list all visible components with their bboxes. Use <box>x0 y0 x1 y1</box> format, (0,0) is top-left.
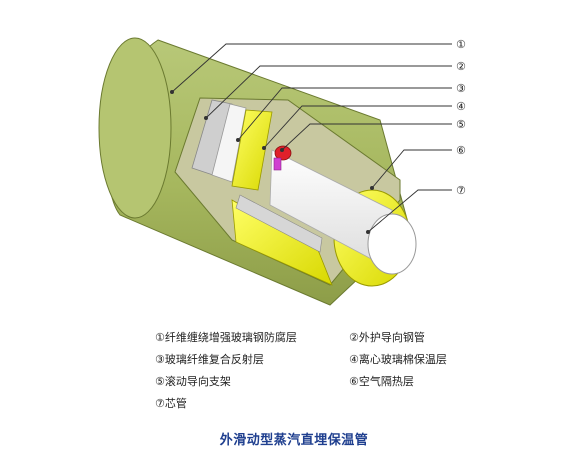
leader-dot-3 <box>236 138 240 142</box>
figure-caption: 外滑动型蒸汽直埋保温管 <box>219 433 369 448</box>
core-pipe-end <box>367 213 417 275</box>
leader-line-7 <box>367 189 452 233</box>
reflective-layer <box>211 103 247 183</box>
legend-item-air-gap: ⑥空气隔热层 <box>349 375 414 388</box>
legend-item-frp-layer: ①纤维缠绕增强玻璃钢防腐层 <box>155 331 297 344</box>
legend-row: ①纤维缠绕增强玻璃钢防腐层 ②外护导向钢管 <box>155 326 495 348</box>
leader-dot-4 <box>262 146 266 150</box>
legend-item-outer-steel-pipe: ②外护导向钢管 <box>349 331 425 344</box>
leader-line-4 <box>263 105 452 149</box>
support-bracket <box>273 157 282 171</box>
leader-dot-5 <box>280 148 284 152</box>
callout-7: ⑦ <box>456 184 466 197</box>
legend-item-core-pipe: ⑦芯管 <box>155 397 187 410</box>
leader-dot-1 <box>170 90 174 94</box>
callout-3: ③ <box>456 82 466 95</box>
callout-1: ① <box>456 38 466 51</box>
leader-dot-2 <box>204 116 208 120</box>
callout-4: ④ <box>456 100 466 113</box>
steel-casing-layer <box>191 99 233 177</box>
leader-line-3 <box>237 87 452 141</box>
legend: ①纤维缠绕增强玻璃钢防腐层 ②外护导向钢管 ③玻璃纤维复合反射层 ④离心玻璃棉保… <box>155 326 495 414</box>
callout-5: ⑤ <box>456 118 466 131</box>
legend-item-rolling-support: ⑤滚动导向支架 <box>155 375 231 388</box>
leader-line-5 <box>281 123 452 151</box>
frp-outer-end <box>98 37 172 219</box>
callout-2: ② <box>456 60 466 73</box>
legend-row: ③玻璃纤维复合反射层 ④离心玻璃棉保温层 <box>155 348 495 370</box>
legend-item-glass-wool-layer: ④离心玻璃棉保温层 <box>349 353 447 366</box>
legend-item-reflective-layer: ③玻璃纤维复合反射层 <box>155 353 264 366</box>
leader-line-2 <box>205 65 452 119</box>
leader-dot-6 <box>370 186 374 190</box>
glass-wool-layer <box>231 109 273 191</box>
legend-row: ⑤滚动导向支架 ⑥空气隔热层 <box>155 370 495 392</box>
callout-6: ⑥ <box>456 144 466 157</box>
rolling-support <box>274 145 292 161</box>
steel-inner-lower <box>235 194 323 253</box>
leader-dot-7 <box>366 230 370 234</box>
legend-row: ⑦芯管 <box>155 392 495 414</box>
leader-line-6 <box>371 149 452 189</box>
leader-line-1 <box>171 43 452 93</box>
insulated-pipe-diagram: ① ② ③ ④ ⑤ ⑥ ⑦ <box>98 37 466 306</box>
